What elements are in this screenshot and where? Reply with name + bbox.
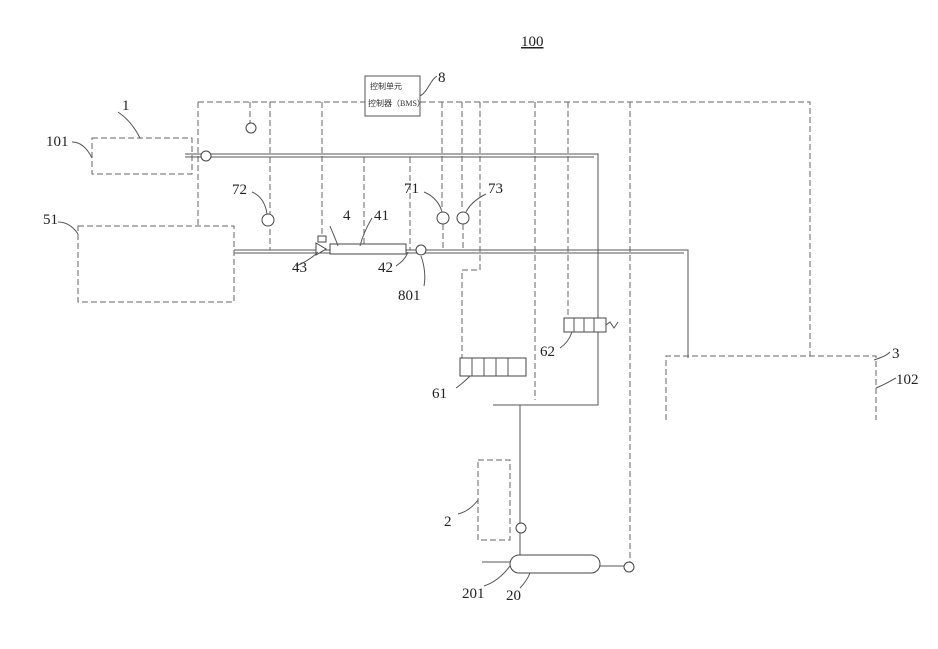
label-41: 41 — [374, 208, 389, 224]
sensor-801-icon — [416, 245, 426, 255]
sensor-71-icon — [437, 212, 449, 224]
label-43: 43 — [292, 260, 307, 276]
control-unit-line1: 控制单元 — [370, 81, 402, 91]
vessel-20 — [510, 555, 600, 573]
leader-61 — [456, 376, 470, 388]
tank-2 — [478, 460, 510, 540]
label-3: 3 — [892, 346, 900, 362]
label-51: 51 — [43, 212, 58, 228]
leader-41 — [360, 218, 372, 246]
signal-bus-right — [420, 102, 810, 356]
label-72: 72 — [232, 182, 247, 198]
valve-61-body — [460, 358, 526, 376]
valve-4-actuator — [318, 236, 326, 242]
sensor-73-icon — [457, 212, 469, 224]
valve-62-body — [564, 318, 606, 332]
label-102: 102 — [896, 372, 919, 388]
label-201: 201 — [462, 586, 485, 602]
vessel-gauge-icon — [624, 562, 634, 572]
control-unit-box: 控制单元 控制器（BMS） — [365, 76, 425, 116]
control-unit-line2: 控制器（BMS） — [368, 98, 425, 108]
tank-3 — [666, 356, 876, 420]
leader-102 — [876, 378, 896, 388]
tank-1 — [92, 138, 192, 174]
leader-20 — [520, 573, 530, 588]
label-2: 2 — [444, 514, 452, 530]
signal-line-801 — [462, 102, 480, 360]
label-101: 101 — [46, 134, 69, 150]
label-42: 42 — [378, 260, 393, 276]
label-61: 61 — [432, 386, 447, 402]
label-4: 4 — [343, 208, 351, 224]
label-73: 73 — [488, 181, 503, 197]
sensor-72-icon — [262, 214, 274, 226]
leader-101 — [72, 142, 92, 158]
leader-73 — [466, 194, 486, 212]
label-8: 8 — [438, 70, 446, 86]
lower-sensor-icon — [516, 523, 526, 533]
block-51 — [78, 226, 234, 302]
leader-51 — [58, 222, 78, 234]
check-valve-icon — [201, 151, 211, 161]
label-62: 62 — [540, 344, 555, 360]
leader-62 — [560, 332, 572, 348]
leader-4 — [330, 226, 338, 246]
pressure-gauge-icon — [246, 123, 256, 133]
label-1: 1 — [122, 98, 130, 114]
leader-801 — [421, 256, 425, 286]
label-20: 20 — [506, 588, 521, 604]
leader-201 — [484, 566, 510, 586]
leader-72 — [252, 192, 267, 214]
leader-8 — [420, 76, 437, 96]
valve-body-41 — [330, 244, 406, 254]
leader-2 — [458, 500, 478, 514]
leader-1 — [118, 112, 140, 138]
label-71: 71 — [404, 181, 419, 197]
figure-number: 100 — [521, 34, 544, 50]
label-801: 801 — [398, 288, 421, 304]
valve-62-spring-icon — [606, 322, 618, 328]
leader-71 — [424, 192, 442, 212]
